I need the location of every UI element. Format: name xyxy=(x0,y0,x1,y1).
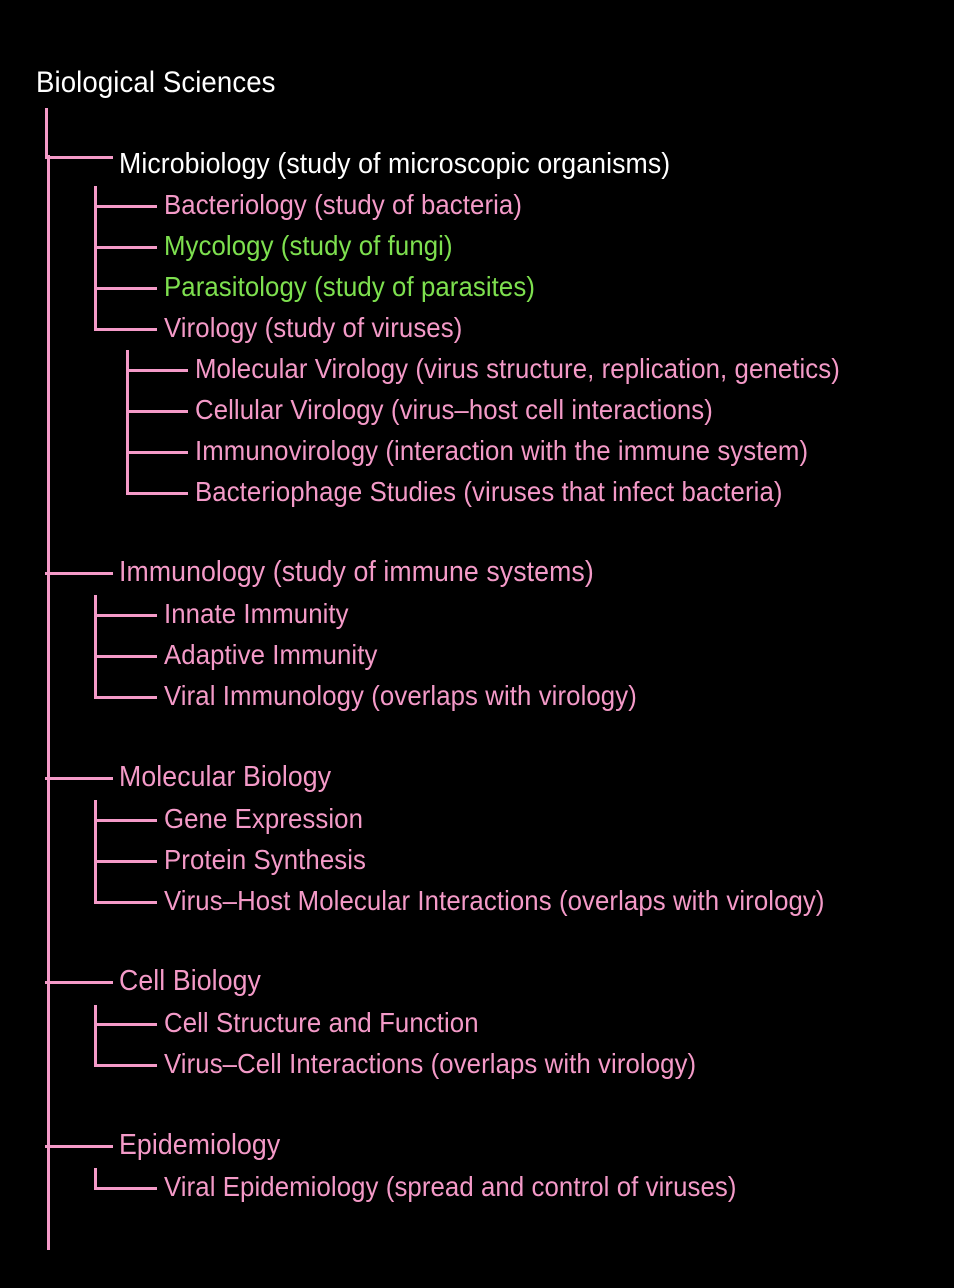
node-bacteriology-label: Bacteriology (study of bacteria) xyxy=(164,189,523,220)
trunk-line-segment xyxy=(47,1143,50,1250)
node-viral-immunology-label: Viral Immunology (overlaps with virology… xyxy=(164,680,637,711)
spine-molecular-biology-children xyxy=(94,800,97,901)
connector-protein-synthesis xyxy=(94,860,157,863)
node-protein-synthesis-label: Protein Synthesis xyxy=(164,844,367,875)
node-gene-expression-label: Gene Expression xyxy=(164,803,363,834)
connector-gene-expression xyxy=(94,819,157,822)
connector-bacteriology xyxy=(94,205,157,208)
connector-virus-cell-interactions xyxy=(94,1064,157,1067)
node-cell-structure-and-function-label: Cell Structure and Function xyxy=(164,1007,479,1038)
trunk-line-segment xyxy=(47,570,50,775)
connector-epidemiology xyxy=(45,1145,113,1148)
node-virus-host-molecular-interactions-label: Virus–Host Molecular Interactions (overl… xyxy=(164,885,825,916)
node-molecular-virology-label: Molecular Virology (virus structure, rep… xyxy=(195,353,840,384)
node-adaptive-immunity-label: Adaptive Immunity xyxy=(164,639,378,670)
connector-viral-epidemiology xyxy=(94,1187,157,1190)
connector-virology xyxy=(94,328,157,331)
trunk-line-segment xyxy=(47,980,50,1143)
node-innate-immunity-label: Innate Immunity xyxy=(164,598,349,629)
tree-root-label: Biological Sciences xyxy=(36,66,276,99)
trunk-line-segment xyxy=(47,155,50,570)
spine-immunology-children xyxy=(94,595,97,696)
spine-virology-children xyxy=(126,350,129,492)
node-bacteriophage-studies-label: Bacteriophage Studies (viruses that infe… xyxy=(195,476,783,507)
connector-cell-structure-and-function xyxy=(94,1023,157,1026)
spine-microbiology-children xyxy=(94,186,97,328)
node-molecular-biology-label: Molecular Biology xyxy=(119,761,332,793)
connector-viral-immunology xyxy=(94,696,157,699)
connector-bacteriophage-studies xyxy=(126,492,188,495)
connector-virus-host-molecular-interactions xyxy=(94,901,157,904)
node-cell-biology-label: Cell Biology xyxy=(119,965,261,997)
node-virology-label: Virology (study of viruses) xyxy=(164,312,463,343)
trunk-line-segment xyxy=(45,108,48,156)
node-epidemiology-label: Epidemiology xyxy=(119,1129,281,1161)
connector-mycology xyxy=(94,246,157,249)
node-immunovirology-label: Immunovirology (interaction with the imm… xyxy=(195,435,809,466)
spine-epidemiology-children xyxy=(94,1168,97,1188)
connector-cell-biology xyxy=(45,981,113,984)
node-viral-epidemiology-label: Viral Epidemiology (spread and control o… xyxy=(164,1171,737,1202)
node-immunology-label: Immunology (study of immune systems) xyxy=(119,556,594,588)
spine-cell-biology-children xyxy=(94,1005,97,1065)
node-parasitology-label: Parasitology (study of parasites) xyxy=(164,271,536,302)
connector-adaptive-immunity xyxy=(94,655,157,658)
node-mycology-label: Mycology (study of fungi) xyxy=(164,230,453,261)
node-microbiology-label: Microbiology (study of microscopic organ… xyxy=(119,148,671,180)
connector-molecular-biology xyxy=(45,777,113,780)
connector-molecular-virology xyxy=(126,369,188,372)
connector-innate-immunity xyxy=(94,614,157,617)
connector-parasitology xyxy=(94,287,157,290)
connector-cellular-virology xyxy=(126,410,188,413)
connector-immunology xyxy=(45,572,113,575)
trunk-line-segment xyxy=(47,775,50,980)
connector-microbiology xyxy=(45,156,113,159)
node-virus-cell-interactions-label: Virus–Cell Interactions (overlaps with v… xyxy=(164,1048,697,1079)
connector-immunovirology xyxy=(126,451,188,454)
node-cellular-virology-label: Cellular Virology (virus–host cell inter… xyxy=(195,394,713,425)
